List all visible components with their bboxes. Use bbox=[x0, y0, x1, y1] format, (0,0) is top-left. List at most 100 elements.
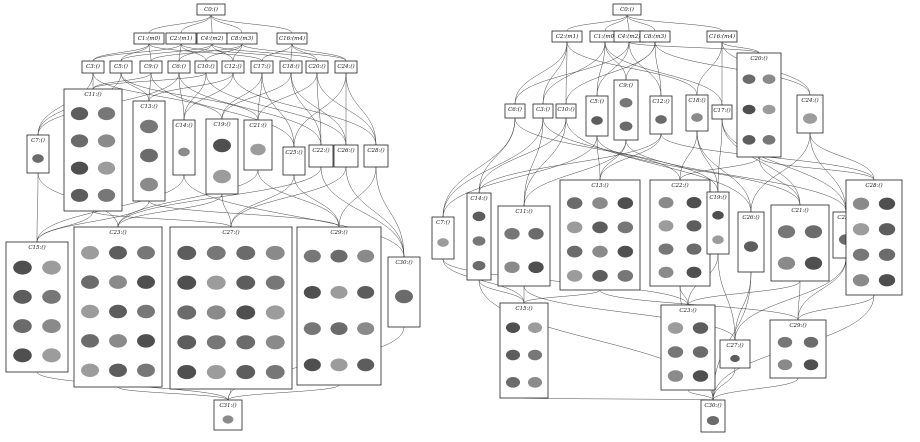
node-label: C23:() bbox=[109, 229, 126, 236]
object-thumbnail-image bbox=[804, 337, 818, 348]
object-thumbnail-image bbox=[109, 305, 127, 318]
edge-right-c10-c14 bbox=[479, 118, 566, 193]
right-node-c5: C5:() bbox=[586, 96, 608, 136]
object-thumbnail-image bbox=[655, 115, 667, 124]
right-node-c17: C17:() bbox=[712, 105, 732, 119]
nodes-layer: C0:()C1:(m0)C2:(m1)C4:(m2)C8:(m3)C16:(m4… bbox=[6, 4, 902, 432]
node-label: C17:() bbox=[713, 107, 730, 114]
object-thumbnail-image bbox=[109, 334, 127, 347]
left-node-c13: C13:() bbox=[133, 101, 165, 201]
right-node-c14: C14:() bbox=[467, 193, 491, 280]
edge-left-c20-c28 bbox=[317, 73, 376, 145]
node-label: C8:(m3) bbox=[231, 35, 254, 42]
edge-left-c1-c3 bbox=[93, 44, 149, 61]
object-thumbnail-image bbox=[805, 225, 822, 238]
object-thumbnail-image bbox=[693, 346, 708, 358]
object-thumbnail-image bbox=[266, 365, 285, 379]
object-thumbnail-image bbox=[81, 334, 99, 347]
object-thumbnail-image bbox=[177, 335, 196, 349]
object-thumbnail-image bbox=[707, 416, 719, 425]
object-thumbnail-image bbox=[778, 359, 792, 370]
right-node-c23: C23:() bbox=[661, 305, 715, 390]
object-thumbnail-image bbox=[879, 249, 895, 261]
left-node-c2: C2:(m1) bbox=[166, 33, 196, 44]
object-thumbnail-image bbox=[592, 197, 608, 209]
object-thumbnail-image bbox=[592, 246, 608, 258]
edge-left-c24-c25 bbox=[294, 73, 346, 147]
edge-right-c13-c15 bbox=[524, 290, 600, 303]
edge-left-c4-c20 bbox=[212, 44, 317, 61]
object-thumbnail-image bbox=[81, 275, 99, 288]
object-thumbnail-image bbox=[693, 370, 708, 382]
node-box bbox=[707, 192, 729, 254]
object-thumbnail-image bbox=[659, 267, 674, 278]
node-label: C1:(m0) bbox=[138, 35, 161, 42]
left-node-c30: C30:() bbox=[388, 257, 420, 327]
edge-right-c26-c30 bbox=[713, 272, 751, 400]
object-thumbnail-image bbox=[236, 276, 255, 290]
left-node-c26: C26:() bbox=[334, 145, 358, 167]
node-label: C12:() bbox=[652, 98, 669, 105]
left-node-c3: C3:() bbox=[82, 61, 104, 73]
node-label: C26:() bbox=[337, 147, 354, 154]
object-thumbnail-image bbox=[13, 319, 32, 333]
right-node-c12: C12:() bbox=[650, 96, 672, 134]
object-thumbnail-image bbox=[668, 322, 683, 334]
node-label: C10:() bbox=[197, 63, 214, 70]
right-node-c2: C2:(m1) bbox=[552, 31, 582, 42]
object-thumbnail-image bbox=[659, 244, 674, 255]
object-thumbnail-image bbox=[618, 222, 634, 234]
object-thumbnail-image bbox=[691, 113, 703, 122]
node-label: C7:() bbox=[31, 137, 45, 144]
edge-left-c18-c22 bbox=[291, 73, 321, 145]
edge-right-c28-c29 bbox=[798, 295, 874, 320]
object-thumbnail-image bbox=[804, 359, 818, 370]
object-thumbnail-image bbox=[266, 276, 285, 290]
edge-right-c1-c3 bbox=[543, 42, 605, 104]
object-thumbnail-image bbox=[177, 276, 196, 290]
node-label: C3:() bbox=[536, 106, 550, 113]
edge-left-c18-c26 bbox=[291, 73, 346, 145]
right-node-c19: C19:() bbox=[707, 192, 729, 254]
right-node-c30: C30:() bbox=[701, 400, 725, 432]
right-node-c8: C8:(m3) bbox=[640, 31, 670, 42]
object-thumbnail-image bbox=[177, 305, 196, 319]
left-node-c8: C8:(m3) bbox=[227, 33, 257, 44]
node-label: C30:() bbox=[395, 259, 412, 266]
object-thumbnail-image bbox=[506, 322, 520, 333]
right-node-c28: C28:() bbox=[846, 180, 902, 295]
object-thumbnail-image bbox=[42, 319, 61, 333]
object-thumbnail-image bbox=[266, 246, 285, 260]
object-thumbnail-image bbox=[98, 134, 115, 147]
object-thumbnail-image bbox=[330, 250, 347, 263]
object-thumbnail-image bbox=[177, 365, 196, 379]
node-label: C19:() bbox=[709, 194, 726, 201]
node-label: C18:() bbox=[688, 97, 705, 104]
node-label: C29:() bbox=[789, 322, 806, 329]
object-thumbnail-image bbox=[330, 286, 347, 299]
object-thumbnail-image bbox=[207, 305, 226, 319]
node-label: C17:() bbox=[253, 63, 270, 70]
object-thumbnail-image bbox=[592, 270, 608, 282]
object-thumbnail-image bbox=[223, 415, 234, 423]
node-label: C27:() bbox=[726, 342, 743, 349]
object-thumbnail-image bbox=[207, 365, 226, 379]
object-thumbnail-image bbox=[98, 107, 115, 120]
object-thumbnail-image bbox=[778, 225, 795, 238]
edge-right-c8-c10 bbox=[566, 42, 655, 104]
object-thumbnail-image bbox=[13, 290, 32, 304]
object-thumbnail-image bbox=[668, 346, 683, 358]
node-label: C24:() bbox=[801, 97, 818, 104]
object-thumbnail-image bbox=[330, 358, 347, 371]
edge-right-c2-c3 bbox=[543, 42, 567, 104]
right-node-c26: C26:() bbox=[738, 212, 764, 272]
right-node-c21: C21:() bbox=[771, 205, 829, 281]
node-label: C23:() bbox=[679, 307, 696, 314]
object-thumbnail-image bbox=[763, 74, 776, 84]
object-thumbnail-image bbox=[687, 267, 702, 278]
node-label: C2:(m1) bbox=[556, 33, 579, 40]
edge-left-c10-c11 bbox=[93, 73, 206, 89]
object-thumbnail-image bbox=[805, 257, 822, 270]
object-thumbnail-image bbox=[504, 261, 519, 273]
object-thumbnail-image bbox=[592, 222, 608, 234]
